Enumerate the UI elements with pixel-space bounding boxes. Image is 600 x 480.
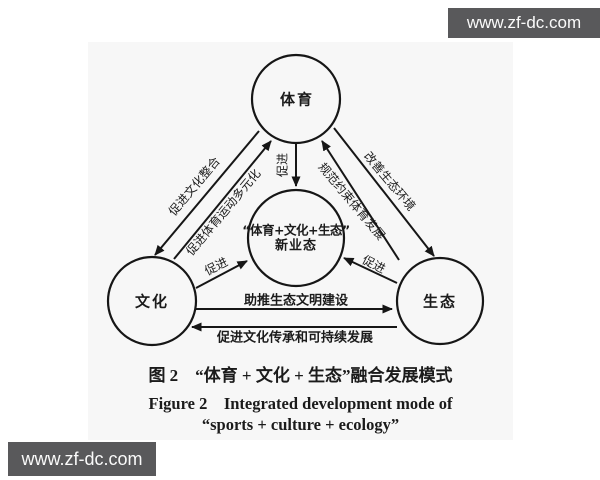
caption-chinese: 图 2 “体育 + 文化 + 生态”融合发展模式	[148, 366, 453, 385]
arrow-sports-to-culture	[154, 130, 260, 256]
arrow-ecology-to-center	[343, 257, 398, 284]
caption-english-line2: “sports + culture + ecology”	[201, 415, 400, 434]
node-sports-label: 体育	[279, 90, 315, 109]
node-center-circle	[246, 188, 346, 288]
arrow-ecology-to-sports	[321, 140, 400, 261]
watermark-bottom-left: www.zf-dc.com	[8, 442, 156, 476]
node-ecology-circle	[395, 256, 485, 346]
edge-label-culture-to-ecology: 助推生态文明建设	[243, 293, 349, 309]
node-culture-label: 文化	[134, 292, 170, 311]
edge-label-ecology-to-culture: 促进文化传承和可持续发展	[216, 330, 374, 346]
node-culture-circle	[106, 255, 198, 347]
edge-label-sports-to-center: 促进	[275, 152, 290, 178]
arrow-culture-to-sports	[173, 140, 272, 260]
arrow-culture-to-center	[195, 260, 248, 289]
node-ecology-label: 生态	[422, 292, 458, 311]
watermark-top-right: www.zf-dc.com	[448, 8, 600, 38]
node-center-label: “体育+文化+生态” 新业态	[242, 222, 350, 255]
arrow-sports-to-ecology	[333, 127, 435, 257]
node-sports-circle	[250, 53, 342, 145]
node-center-label-line2: 新业态	[274, 238, 318, 254]
node-center-label-line1: “体育+文化+生态”	[242, 222, 350, 238]
caption-english-line1: Figure 2 Integrated development mode of	[148, 394, 453, 413]
